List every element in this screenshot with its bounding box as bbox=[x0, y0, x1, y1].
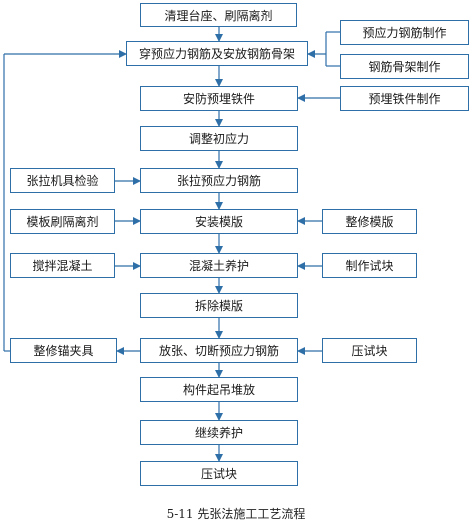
input-mix-concrete: 搅拌混凝土 bbox=[10, 253, 115, 278]
input-compress-specimens: 压试块 bbox=[322, 338, 417, 363]
step-adjust-prestress: 调整初应力 bbox=[140, 126, 298, 151]
input-formwork-release: 模板刷隔离剂 bbox=[10, 209, 115, 234]
step-continue-curing: 继续养护 bbox=[140, 420, 298, 445]
step-thread-tendons: 穿预应力钢筋及安放钢筋骨架 bbox=[126, 41, 308, 66]
step-remove-formwork: 拆除模版 bbox=[140, 293, 298, 318]
step-compress-test: 压试块 bbox=[140, 461, 298, 486]
output-repair-anchors: 整修锚夹具 bbox=[10, 338, 117, 363]
input-fabricate-embedded: 预埋铁件制作 bbox=[340, 86, 469, 111]
step-install-formwork: 安装模版 bbox=[140, 209, 298, 234]
input-make-specimens: 制作试块 bbox=[322, 253, 417, 278]
figure-caption: 5-11 先张法施工工艺流程 bbox=[166, 507, 306, 521]
step-release-cut: 放张、切断预应力钢筋 bbox=[140, 338, 298, 363]
step-tension-tendons: 张拉预应力钢筋 bbox=[140, 168, 298, 193]
step-clean-platform: 清理台座、刷隔离剂 bbox=[140, 3, 297, 27]
input-inspect-jack: 张拉机具检验 bbox=[10, 168, 115, 193]
step-concrete-curing: 混凝土养护 bbox=[140, 253, 298, 278]
input-fabricate-cage: 钢筋骨架制作 bbox=[340, 54, 469, 79]
step-lift-stack: 构件起吊堆放 bbox=[140, 377, 298, 402]
input-repair-formwork: 整修模版 bbox=[322, 209, 417, 234]
input-fabricate-tendons: 预应力钢筋制作 bbox=[340, 20, 469, 45]
step-install-embedded: 安防预埋铁件 bbox=[140, 86, 298, 111]
